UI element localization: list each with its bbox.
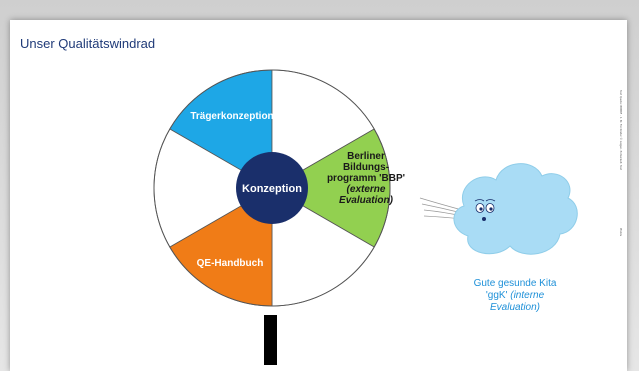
segment-label: Trägerkonzeption <box>190 111 273 122</box>
cloud-icon <box>453 163 578 255</box>
segment-label: Bildungs- <box>343 162 389 173</box>
side-note-bottom: Pfeilzu <box>619 228 622 237</box>
wheel-outline <box>153 69 391 307</box>
side-note-top: Text Quelle: BBMBF - 1. Bl. Für Kinder ©… <box>619 90 622 171</box>
windmill-pole <box>264 315 277 365</box>
segment-label: Berliner <box>347 151 385 162</box>
wheel-hub <box>236 152 308 224</box>
segment-label: programm 'BBP' <box>327 173 405 184</box>
cloud-caption-line1: Gute gesunde Kita <box>473 278 557 289</box>
cloud-caption-line2: 'ggK' (interne <box>485 290 545 301</box>
segment-label: QE-Handbuch <box>197 258 264 269</box>
windmill-diagram: TrägerkonzeptionBerlinerBildungs-program… <box>153 69 578 365</box>
segment-label: (externe <box>347 184 386 195</box>
cloud-caption-line3: Evaluation) <box>489 302 541 313</box>
segment-label: Evaluation) <box>339 195 394 206</box>
cloud-caption: Gute gesunde Kita 'ggK' (interne Evaluat… <box>450 278 580 314</box>
hub-label: Konzeption <box>242 183 302 195</box>
slide-title: Unser Qualitätswindrad <box>20 36 156 51</box>
